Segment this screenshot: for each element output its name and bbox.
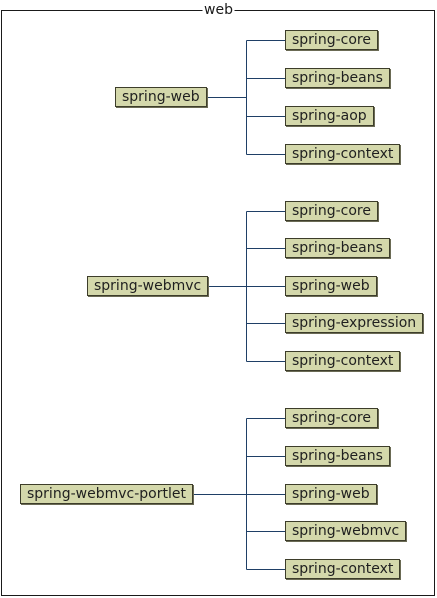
node-spring-web-child-spring-aop: spring-aop [285,106,374,126]
node-spring-webmvc-portlet-child-spring-core: spring-core [285,408,378,428]
node-spring-webmvc-portlet: spring-webmvc-portlet [20,484,193,504]
node-spring-web-child-spring-context: spring-context [285,144,401,164]
node-spring-webmvc-portlet-child-spring-context: spring-context [285,559,401,579]
node-spring-webmvc-child-spring-context: spring-context [285,351,401,371]
node-spring-webmvc-portlet-child-spring-web: spring-web [285,484,377,504]
node-spring-webmvc-child-spring-core: spring-core [285,201,378,221]
node-spring-web-child-spring-beans: spring-beans [285,68,390,88]
node-spring-webmvc-child-spring-expression: spring-expression [285,313,424,333]
node-spring-webmvc-portlet-child-spring-beans: spring-beans [285,446,390,466]
node-spring-web-child-spring-core: spring-core [285,30,378,50]
node-spring-web: spring-web [115,87,207,107]
frame-title: web [202,2,235,18]
node-spring-webmvc-child-spring-web: spring-web [285,276,377,296]
node-spring-webmvc-child-spring-beans: spring-beans [285,238,390,258]
node-spring-webmvc: spring-webmvc [87,276,209,296]
node-spring-webmvc-portlet-child-spring-webmvc: spring-webmvc [285,521,407,541]
